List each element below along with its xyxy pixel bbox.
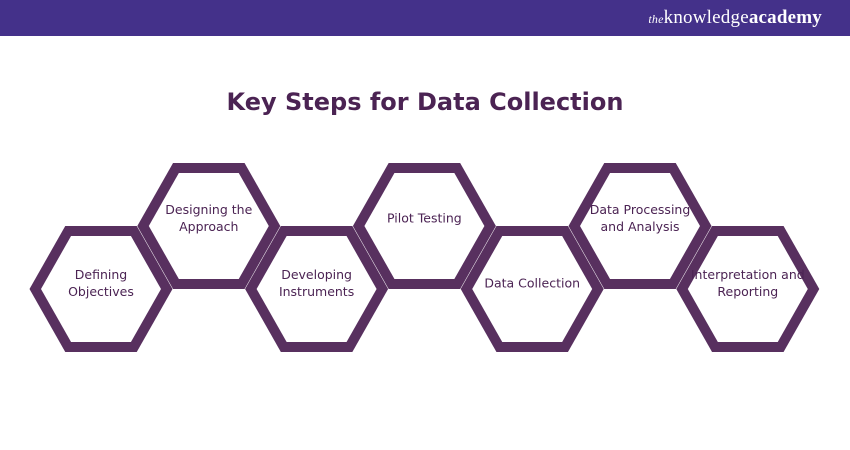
hexagon-fill <box>687 236 808 342</box>
step-hexagon <box>460 226 604 352</box>
step-label: Developing Instruments <box>278 267 355 299</box>
step-hexagon <box>245 226 389 352</box>
step-hexagon <box>676 226 820 352</box>
step-hexagon <box>137 163 281 289</box>
hexagon-fill <box>41 236 161 342</box>
hexagon-fill <box>364 173 485 279</box>
step-hexagon <box>29 226 173 352</box>
hexagon-fill <box>148 173 269 279</box>
hexagon-fill <box>580 173 700 279</box>
step-hexagon <box>352 163 496 289</box>
step-label: Data Collection <box>484 275 581 291</box>
brand-logo[interactable]: theknowledgeacademy <box>648 7 822 28</box>
step-hexagon <box>568 163 712 289</box>
step-label: Designing the Approach <box>165 202 253 234</box>
header-bar: theknowledgeacademy <box>0 0 850 36</box>
hexagon-fill <box>472 236 593 342</box>
hexagon-fill <box>256 236 377 342</box>
page-title: Key Steps for Data Collection <box>226 88 624 116</box>
step-label: Interpretation and Reporting <box>690 267 805 299</box>
step-label: Data Processing and Analysis <box>589 202 691 234</box>
step-label: Defining Objectives <box>68 267 134 299</box>
step-label: Pilot Testing <box>387 210 462 226</box>
